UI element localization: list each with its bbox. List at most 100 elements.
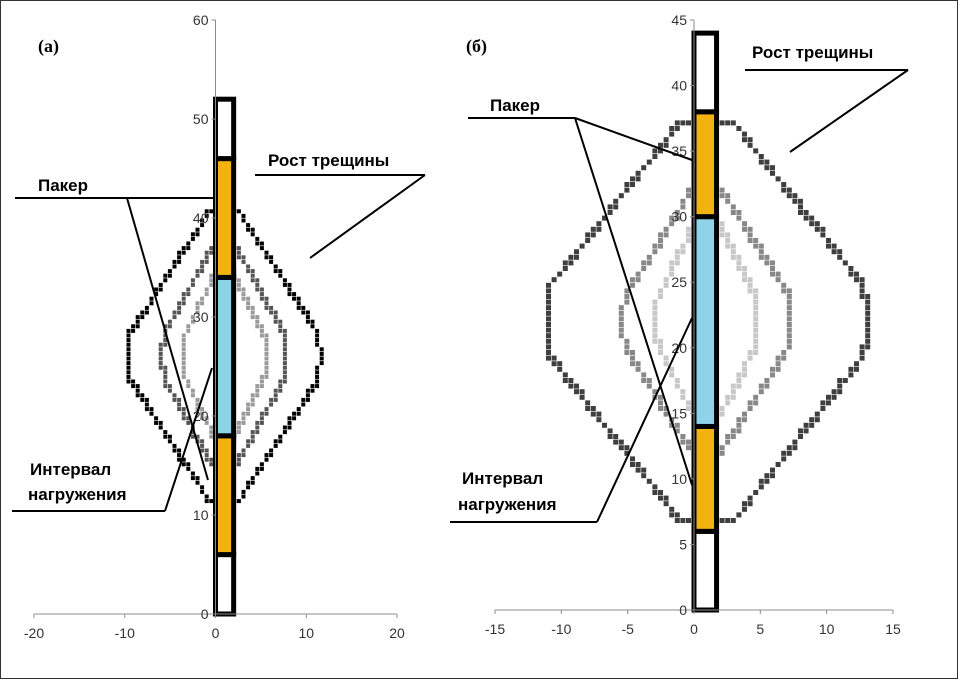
ring-point: [613, 434, 619, 439]
ring-point: [680, 249, 686, 255]
b-interval-label-2: нагружения: [458, 495, 557, 514]
ring-point: [246, 411, 251, 416]
ring-point: [163, 365, 168, 370]
ring-point: [315, 370, 320, 375]
ring-point: [546, 350, 551, 355]
ring-point: [255, 425, 260, 430]
ring-point: [786, 310, 792, 316]
ring-point: [154, 287, 159, 292]
ring-point: [250, 315, 255, 320]
ring-point: [674, 126, 680, 131]
a-interval-label-1: Интервал: [30, 460, 111, 479]
ring-point: [725, 434, 731, 439]
ring-point: [837, 254, 843, 260]
ring-point: [241, 416, 246, 421]
b-growth-label: Рост трещины: [752, 43, 873, 62]
ring-point: [758, 243, 764, 249]
ring-point: [154, 292, 159, 297]
ring-point: [635, 170, 641, 176]
ring-point: [154, 420, 159, 425]
ring-point: [658, 394, 663, 400]
ring-point: [186, 241, 191, 246]
ring-point: [568, 254, 574, 260]
ring-point: [658, 406, 663, 411]
ring-point: [282, 356, 287, 361]
ring-point: [568, 378, 574, 383]
ring-point: [269, 397, 274, 402]
ring-point: [144, 397, 149, 402]
ring-point: [652, 305, 658, 311]
ring-point: [686, 226, 691, 232]
ring-point: [269, 402, 274, 407]
ring-point: [264, 411, 269, 416]
ring-point: [264, 305, 269, 310]
ring-point: [736, 383, 742, 389]
x-tick-label: 5: [756, 621, 764, 637]
ring-point: [663, 501, 669, 507]
a-packer-label: Пакер: [38, 176, 88, 195]
ring-point: [725, 238, 731, 243]
ring-point: [669, 422, 675, 428]
ring-point: [747, 142, 753, 148]
ring-point: [652, 154, 658, 159]
ring-point: [736, 378, 742, 383]
ring-point: [736, 254, 742, 260]
ring-point: [786, 305, 792, 311]
ring-point: [809, 215, 815, 221]
ring-point: [579, 389, 585, 395]
ring-point: [195, 402, 200, 407]
ring-point: [204, 287, 209, 292]
ring-point: [652, 490, 658, 495]
ring-point: [273, 319, 278, 324]
ring-point: [177, 402, 182, 407]
ring-point: [200, 223, 205, 228]
ring-point: [781, 187, 787, 193]
ring-point: [259, 287, 264, 292]
ring-point: [269, 255, 274, 260]
ring-point: [663, 495, 669, 501]
ring-point: [764, 165, 770, 171]
ring-point: [546, 344, 551, 350]
ring-point: [607, 428, 613, 434]
ring-point: [246, 264, 251, 269]
x-tick-label: -5: [621, 621, 634, 637]
ring-point: [177, 250, 182, 255]
ring-point: [602, 215, 607, 221]
ring-point: [736, 215, 742, 221]
ring-point: [305, 397, 310, 402]
ring-point: [786, 322, 792, 327]
ring-point: [820, 406, 826, 411]
ring-point: [747, 355, 753, 361]
ring-point: [181, 333, 186, 338]
ring-point: [282, 342, 287, 347]
ring-point: [200, 485, 205, 490]
ring-point: [736, 126, 742, 131]
ring-point: [273, 269, 278, 274]
ring-point: [635, 366, 641, 372]
ring-point: [181, 356, 186, 361]
x-tick-label: 20: [389, 625, 405, 641]
ring-point: [837, 383, 843, 389]
ring-point: [259, 328, 264, 333]
a-interval-arrow: [164, 367, 213, 512]
ring-point: [680, 434, 686, 439]
ring-point: [781, 350, 787, 355]
ring-point: [837, 378, 843, 383]
ring-point: [669, 131, 675, 137]
ring-point: [831, 389, 837, 395]
ring-point: [758, 484, 764, 490]
ring-point: [747, 238, 753, 243]
ring-point: [200, 416, 205, 421]
ring-point: [770, 260, 775, 266]
ring-point: [686, 406, 691, 411]
ring-point: [204, 453, 209, 458]
ring-point: [831, 394, 837, 400]
ring-point: [663, 142, 669, 148]
ring-point: [686, 232, 691, 238]
ring-point: [315, 365, 320, 370]
ring-point: [680, 204, 686, 210]
ring-point: [809, 422, 815, 428]
ring-point: [264, 347, 269, 352]
ring-point: [163, 434, 168, 439]
ring-point: [764, 254, 770, 260]
